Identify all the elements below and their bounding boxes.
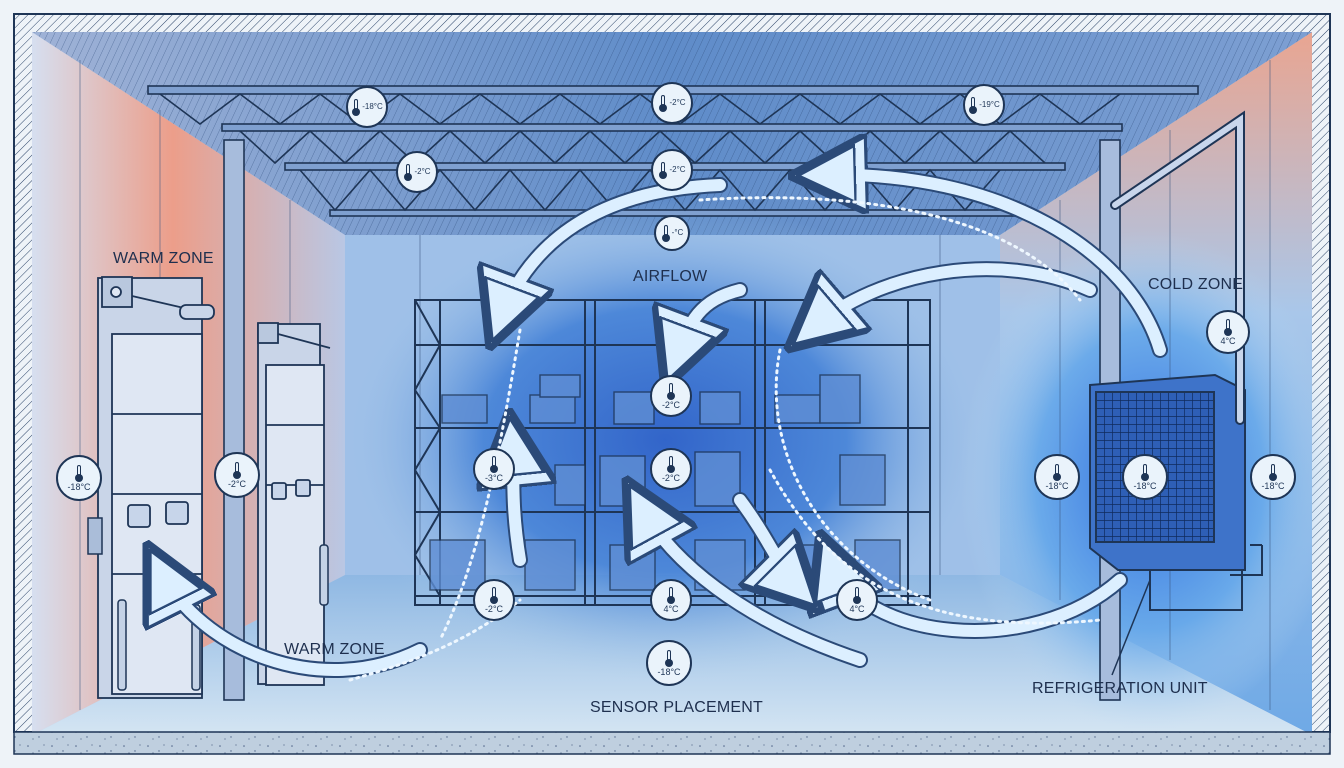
thermometer-icon	[74, 464, 84, 482]
thermometer-icon	[666, 455, 676, 473]
thermometer-icon	[666, 382, 676, 400]
sensor-cold-zone-wall: 4°C	[1206, 310, 1250, 354]
thermometer-icon	[489, 455, 499, 473]
thermometer-icon	[664, 649, 674, 667]
thermometer-icon	[489, 586, 499, 604]
sensor-ceiling-left-lower: -2°C	[396, 151, 438, 193]
sensor-rack-middle-mid: -2°C	[650, 448, 692, 490]
thermometer-icon	[661, 225, 671, 242]
thermometer-icon	[1268, 463, 1278, 481]
sensor-rack-left-bottom: -2°C	[473, 579, 515, 621]
sensor-ceiling-center: -2°C	[651, 82, 693, 124]
sensor-ceiling-center-lower: -2°C	[651, 149, 693, 191]
thermometer-icon	[852, 586, 862, 604]
refrigeration-unit-label: REFRIGERATION UNIT	[1032, 680, 1208, 697]
sensor-unit-right: -18°C	[1250, 454, 1296, 500]
sensor-unit-left: -18°C	[1034, 454, 1080, 500]
thermometer-icon	[968, 97, 978, 114]
cold-zone-label: COLD ZONE	[1148, 276, 1244, 293]
sensor-door-right: -2°C	[214, 452, 260, 498]
sensor-ceiling-left: -18°C	[346, 86, 388, 128]
thermometer-icon	[1140, 463, 1150, 481]
sensor-door-left: -18°C	[56, 455, 102, 501]
sensor-ceiling-right: -19°C	[963, 84, 1005, 126]
sensor-placement-label: SENSOR PLACEMENT	[590, 699, 764, 716]
thermometer-icon	[403, 164, 413, 181]
sensor-rack-middle-bottom: 4°C	[650, 579, 692, 621]
thermometer-icon	[666, 586, 676, 604]
warm-zone-label-bottom: WARM ZONE	[284, 641, 385, 658]
thermometer-icon	[351, 99, 361, 116]
thermometer-icon	[232, 461, 242, 479]
sensor-rack-middle-top: -2°C	[650, 375, 692, 417]
sensor-rack-left-mid: -3°C	[473, 448, 515, 490]
thermometer-icon	[1223, 318, 1233, 336]
thermometer-icon	[1052, 463, 1062, 481]
sensor-unit-center: -18°C	[1122, 454, 1168, 500]
airflow-label: AIRFLOW	[633, 268, 708, 285]
sensor-ceiling-center-bottom: -°C	[654, 215, 690, 251]
sensor-floor-center: -18°C	[646, 640, 692, 686]
thermometer-icon	[658, 162, 668, 179]
sensor-rack-right-bottom: 4°C	[836, 579, 878, 621]
thermometer-icon	[658, 95, 668, 112]
warm-zone-label-top: WARM ZONE	[113, 250, 214, 267]
